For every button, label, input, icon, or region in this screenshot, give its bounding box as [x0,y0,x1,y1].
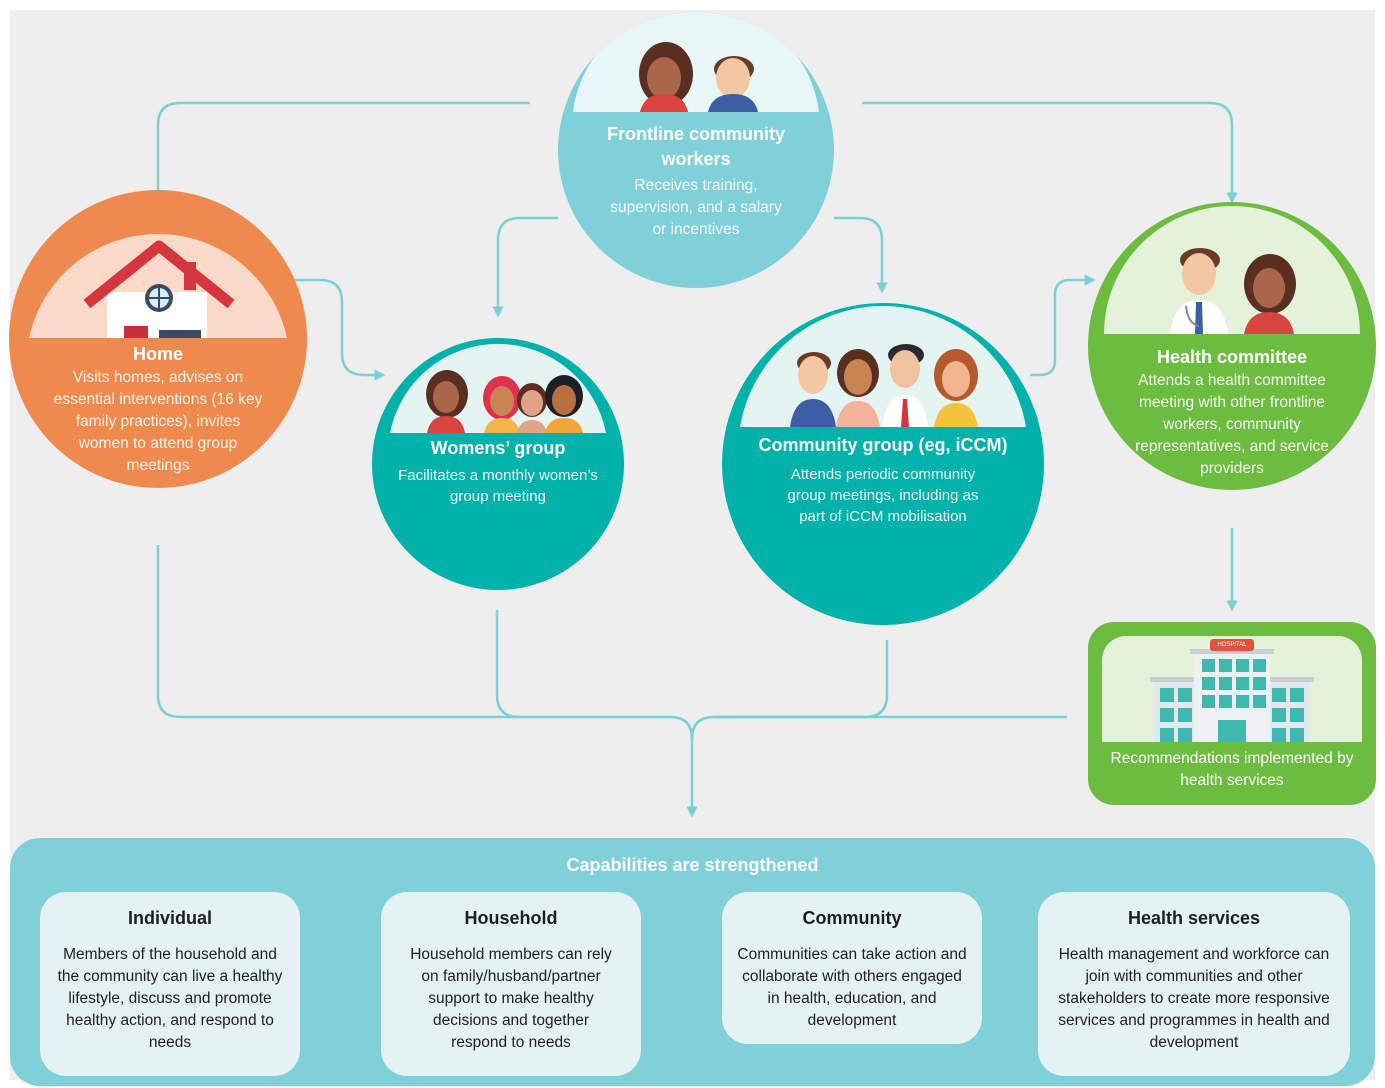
capability-household: Household Household members can rely on … [381,892,641,1076]
community-group-title: Community group (eg, iCCM) [758,435,1008,455]
health-services-description: Recommendations implemented by health se… [1110,750,1354,789]
capability-community: Community Communities can take action an… [722,892,982,1044]
home-title: Home [132,344,183,364]
line-community-down [690,640,889,740]
health-services-box: HOSPITAL Recommendations implemented by … [1088,622,1376,805]
frontline-title: Frontline community workers [606,124,785,169]
arrow-frontline-to-home [152,101,530,204]
arrow-frontline-to-community-group [834,216,888,294]
capability-description: Household members can rely on family/hus… [410,946,612,1051]
line-womens-down [495,610,520,719]
capability-description: Communities can take action and collabor… [737,946,967,1029]
house-illustration [29,233,287,338]
arrow-frontline-to-womens-group [492,216,558,318]
capability-title: Community [802,908,902,928]
community-group-description: Attends periodic community group meeting… [787,466,979,525]
capabilities-panel: Capabilities are strengthened Individual… [10,838,1375,1086]
health-committee-description: Attends a health committee meeting with … [1135,372,1329,477]
capability-title: Health services [1127,908,1261,928]
capability-title: Household [464,908,558,928]
capability-individual: Individual Members of the household and … [40,892,300,1076]
capability-description: Members of the household and the communi… [57,946,283,1051]
community-group-illustration [740,305,1026,427]
health-committee-title: Health committee [1156,347,1308,367]
health-committee-node: Health committee Attends a health commit… [1088,202,1376,490]
frontline-workers-illustration [573,12,819,112]
frontline-description: Receives training, supervision, and a sa… [610,177,782,238]
community-group-node: Community group (eg, iCCM) Attends perio… [722,303,1044,625]
womens-group-description: Facilitates a monthly women’s group meet… [398,467,598,505]
capability-health-services: Health services Health management and wo… [1038,892,1350,1076]
health-committee-illustration [1104,206,1360,334]
capability-description: Health management and workforce can join… [1058,946,1330,1051]
home-description: Visits homes, advises on essential inter… [53,369,263,474]
capabilities-title: Capabilities are strengthened [566,855,819,875]
arrow-frontline-to-health-committee [862,101,1238,204]
capability-title: Individual [127,908,212,928]
womens-group-illustration [390,343,606,433]
hospital-sign: HOSPITAL [1217,642,1247,648]
home-node: Home Visits homes, advises on essential … [9,190,307,488]
line-home-down [156,545,694,740]
arrow-home-to-womens-group [294,278,386,381]
frontline-workers-node: Frontline community workers Receives tra… [558,12,834,288]
womens-group-title: Womens’ group [430,438,566,458]
hospital-illustration: HOSPITAL [1102,636,1362,742]
womens-group-node: Womens’ group Facilitates a monthly wome… [372,338,624,590]
arrow-community-to-health-committee [1030,274,1096,377]
